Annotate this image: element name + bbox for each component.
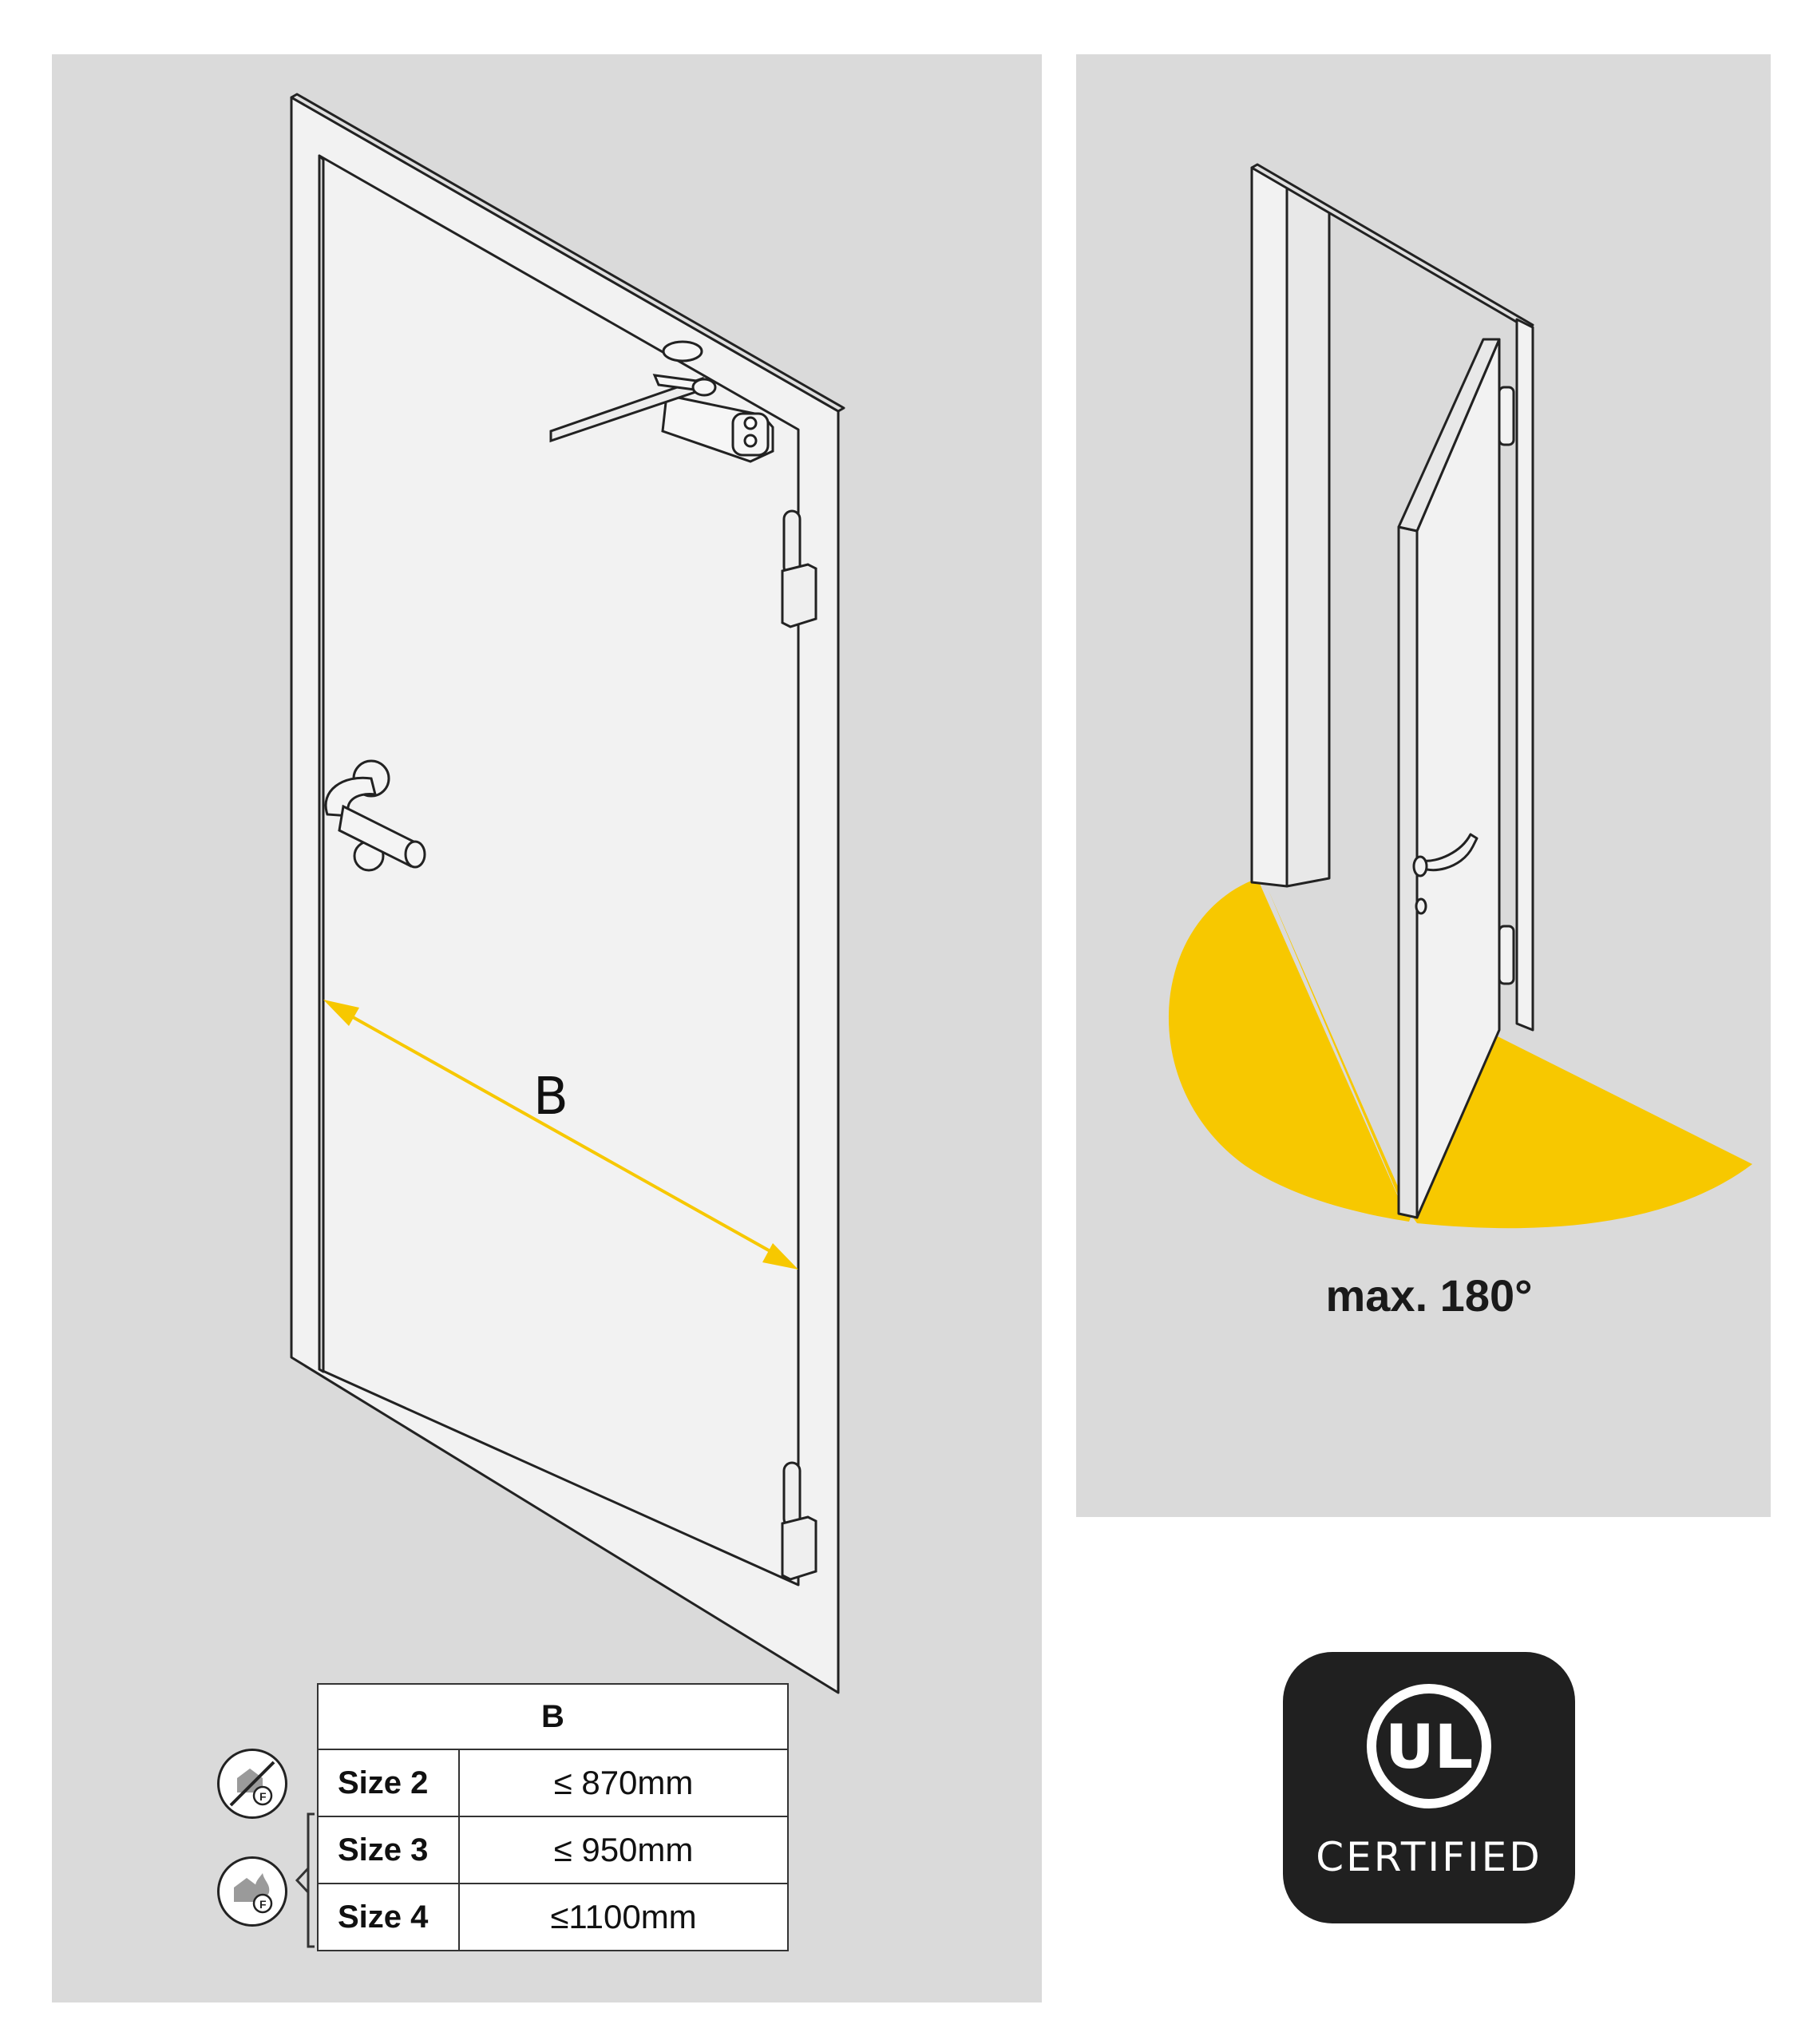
dimension-arrow-b — [323, 1000, 798, 1270]
table-row: Size 2 ≤ 870mm — [317, 1749, 789, 1817]
size-label: Size 2 — [317, 1749, 460, 1817]
ul-logo-text: UL — [1385, 1711, 1473, 1782]
hinge-upper-pin — [782, 509, 802, 576]
svg-text:F: F — [259, 1898, 267, 1911]
svg-text:F: F — [259, 1790, 267, 1803]
door-frame-top-edge — [290, 93, 845, 413]
arrowhead-right — [762, 1243, 798, 1270]
hinge-lower-pin — [782, 1461, 802, 1528]
size-value: ≤1100mm — [458, 1883, 789, 1951]
size-value: ≤ 950mm — [458, 1816, 789, 1884]
door-size-table: B Size 2 ≤ 870mm Size 3 ≤ 950mm Size 4 ≤… — [317, 1683, 789, 1951]
table-header: B — [317, 1683, 789, 1750]
size-label: Size 3 — [317, 1816, 460, 1884]
closer-pivot — [691, 378, 717, 397]
door-closer — [549, 340, 774, 463]
hinge-lower-leaf — [781, 1515, 817, 1581]
swing-arc-yellow — [1168, 878, 1752, 1229]
opening-angle-label: max. 180° — [1325, 1270, 1533, 1321]
dimension-label-b: B — [533, 1068, 568, 1127]
open-door-frame-right — [1515, 318, 1534, 1032]
open-door-frame-top — [1250, 163, 1534, 330]
table-header-row: B — [317, 1683, 789, 1750]
no-fire-door-icon: F — [217, 1749, 287, 1819]
ul-logo: UL — [1367, 1684, 1491, 1808]
door-leaf-inner-edge — [318, 154, 325, 1373]
open-door-hinge-lower — [1498, 925, 1515, 985]
certified-label: CERTIFIED — [1316, 1834, 1542, 1880]
open-door-hinge-upper — [1498, 386, 1515, 446]
size-label: Size 4 — [317, 1883, 460, 1951]
fire-door-icon: F — [217, 1856, 287, 1927]
lever-handle — [324, 759, 426, 872]
open-door-frame-left — [1250, 166, 1288, 888]
open-door-frame-jamb — [1285, 186, 1331, 888]
arrowhead-left — [323, 1000, 359, 1026]
closer-arm-bracket — [662, 340, 703, 362]
ul-certified-badge: UL CERTIFIED — [1283, 1652, 1575, 1923]
hinges — [781, 509, 817, 1581]
hinge-upper-leaf — [781, 563, 817, 628]
open-door-handle — [1418, 833, 1479, 872]
size-value: ≤ 870mm — [458, 1749, 789, 1817]
table-row: Size 3 ≤ 950mm — [317, 1816, 789, 1884]
table-row: Size 4 ≤1100mm — [317, 1883, 789, 1951]
open-door — [1250, 163, 1534, 1219]
